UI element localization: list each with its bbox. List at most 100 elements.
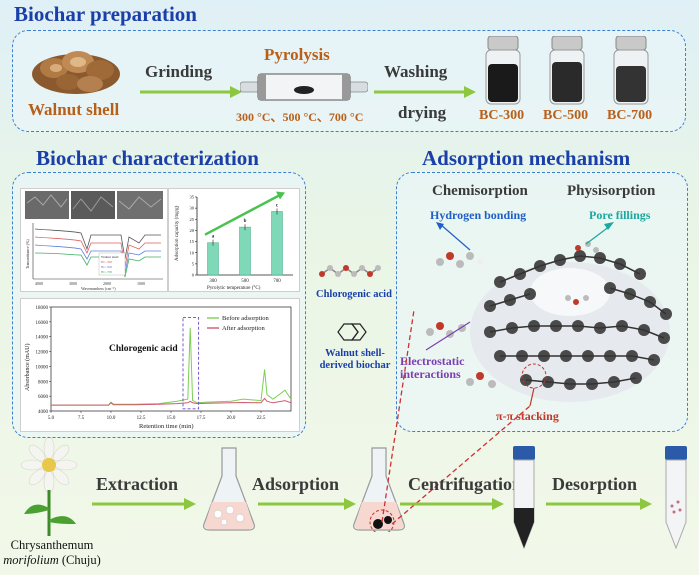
walnut-shell-label: Walnut shell <box>28 100 120 119</box>
bar-chart-ytick-label: 15 <box>190 239 195 244</box>
chlorogenic-acid-label: Chlorogenic acid <box>316 289 392 300</box>
bar-chart-ylabel: Adsorption capacity (mg/g) <box>175 205 180 261</box>
bar-category-label: 700 <box>273 279 281 284</box>
plant-label: Chrysanthemum morifolium (Chuju) <box>2 538 102 568</box>
hplc-xtick-label: 7.5 <box>78 416 85 421</box>
electrostatic-label: Electrostatic interactions <box>400 354 465 381</box>
plant-label-rest: (Chuju) <box>58 553 101 567</box>
hplc-annotation: Chlorogenic acid <box>109 344 178 354</box>
hplc-ytick-label: 10000 <box>36 365 49 370</box>
plant-label-italic: morifolium <box>3 553 59 567</box>
step-centrifugation: Centrifugation <box>408 474 522 494</box>
hplc-ytick-label: 14000 <box>36 336 49 341</box>
ftir-legend-1: BC-300 <box>101 260 112 264</box>
arrow-desorption <box>546 498 652 510</box>
hplc-ytick-label: 6000 <box>38 395 49 400</box>
hplc-series-before <box>51 327 292 406</box>
biochar-icon <box>337 323 367 341</box>
bar-700 <box>271 211 283 276</box>
arrow-grinding <box>140 86 242 98</box>
ftir-legend-2: BC-500 <box>101 265 112 269</box>
chrysanthemum-flower <box>20 438 78 536</box>
pi-pi-stacking-label: π-π stacking <box>496 409 559 423</box>
ftir-legend-0: Walnut shell <box>101 255 119 259</box>
hplc-xtick-label: 17.5 <box>197 416 206 421</box>
hplc-ytick-label: 18000 <box>36 306 49 311</box>
bar-chart-ytick-label: 30 <box>190 206 195 211</box>
step-extraction: Extraction <box>96 474 178 494</box>
grinding-label: Grinding <box>145 62 213 81</box>
tube-furnace-image <box>240 73 368 101</box>
bar-chart-ytick-label: 10 <box>190 250 195 255</box>
bar-chart-ytick-label: 35 <box>190 195 195 200</box>
bar-letter: a <box>212 235 215 240</box>
vial-bc700 <box>613 36 649 105</box>
bar-letter: b <box>244 219 247 224</box>
hplc-ytick-label: 12000 <box>36 351 49 356</box>
physisorption-label: Physisorption <box>567 183 656 199</box>
hplc-chromatogram-panel: Absorbance (mAU) Retention time (min) Ch… <box>20 298 300 432</box>
step-desorption: Desorption <box>552 474 637 494</box>
step-adsorption: Adsorption <box>252 474 340 494</box>
hplc-xtick-label: 22.5 <box>257 416 266 421</box>
section-title-preparation: Biochar preparation <box>14 2 197 26</box>
drying-label: drying <box>398 103 447 122</box>
hplc-xtick-label: 10.0 <box>107 416 116 421</box>
hplc-series-after <box>51 397 292 406</box>
biochar-label: Walnut shell-derived biochar <box>319 348 391 371</box>
hplc-legend-after: After adsorption <box>222 325 266 332</box>
vial-bc300 <box>485 36 521 105</box>
pyrolysis-temperatures: 300 °C、500 °C、700 °C <box>236 110 364 124</box>
bar-300 <box>207 242 219 276</box>
arrow-adsorption <box>258 498 356 510</box>
chemisorption-label: Chemisorption <box>432 183 528 199</box>
washing-label: Washing <box>384 62 448 81</box>
zoom-leader-lines <box>381 309 531 525</box>
eluate-tube <box>665 446 687 550</box>
plant-label-line2: morifolium (Chuju) <box>2 553 102 568</box>
ftir-ylabel: Transmittance (%) <box>25 239 30 269</box>
molecule-cluster-right <box>565 241 599 305</box>
arrow-centrifugation <box>400 498 504 510</box>
hplc-xtick-label: 15.0 <box>167 416 176 421</box>
ftir-legend-3: BC-700 <box>101 270 112 274</box>
arrow-extraction <box>92 498 196 510</box>
vial-bc500 <box>549 36 585 105</box>
hplc-legend-before: Before adsorption <box>222 315 270 322</box>
section-title-mechanism: Adsorption mechanism <box>422 146 631 170</box>
arrow-washing <box>374 86 476 98</box>
hplc-xlabel: Retention time (min) <box>139 423 194 430</box>
vial-label-bc300: BC-300 <box>479 108 525 123</box>
chlorogenic-acid-molecule <box>319 265 381 277</box>
centrifuge-tube <box>513 446 535 550</box>
adsorption-capacity-chart: Adsorption capacity (mg/g) Pyrolytic tem… <box>168 188 300 292</box>
bar-letter: c <box>276 203 279 208</box>
plant-label-line1: Chrysanthemum <box>10 538 94 552</box>
vial-label-bc500: BC-500 <box>543 108 589 123</box>
hplc-peak-highlight <box>182 316 200 410</box>
flask-adsorption <box>353 447 405 532</box>
ftir-xtick-1: 3000 <box>69 281 77 286</box>
vial-label-bc700: BC-700 <box>607 108 653 123</box>
hplc-xtick-label: 12.5 <box>137 416 146 421</box>
hplc-ytick-label: 16000 <box>36 321 49 326</box>
hplc-ylabel: Absorbance (mAU) <box>24 344 31 391</box>
ftir-xtick-3: 1000 <box>137 281 145 286</box>
hplc-xtick-label: 20.0 <box>227 416 236 421</box>
bar-trend-arrow <box>204 194 280 236</box>
bar-chart-ytick-label: 25 <box>190 217 195 222</box>
ftir-xlabel: Wavenumbers (cm⁻¹) <box>81 286 116 291</box>
pore-fillings-label: Pore fillings <box>589 208 651 222</box>
bar-chart-ytick-label: 20 <box>190 228 195 233</box>
hplc-ytick-label: 4000 <box>38 410 49 415</box>
hydrogen-bonding-label: Hydrogen bonding <box>430 208 527 222</box>
bar-trend-arrowhead <box>276 191 285 200</box>
bar-chart-xlabel: Pyrolytic temperature (°C) <box>207 286 261 291</box>
walnut-shell-image <box>32 51 120 94</box>
section-title-characterization: Biochar characterization <box>36 146 259 170</box>
bar-chart-ytick-label: 5 <box>192 261 195 266</box>
ftir-xtick-2: 2000 <box>103 281 111 286</box>
bar-category-label: 500 <box>241 279 249 284</box>
pyrolysis-label: Pyrolysis <box>264 45 330 64</box>
mechanism-illustration <box>425 222 672 407</box>
